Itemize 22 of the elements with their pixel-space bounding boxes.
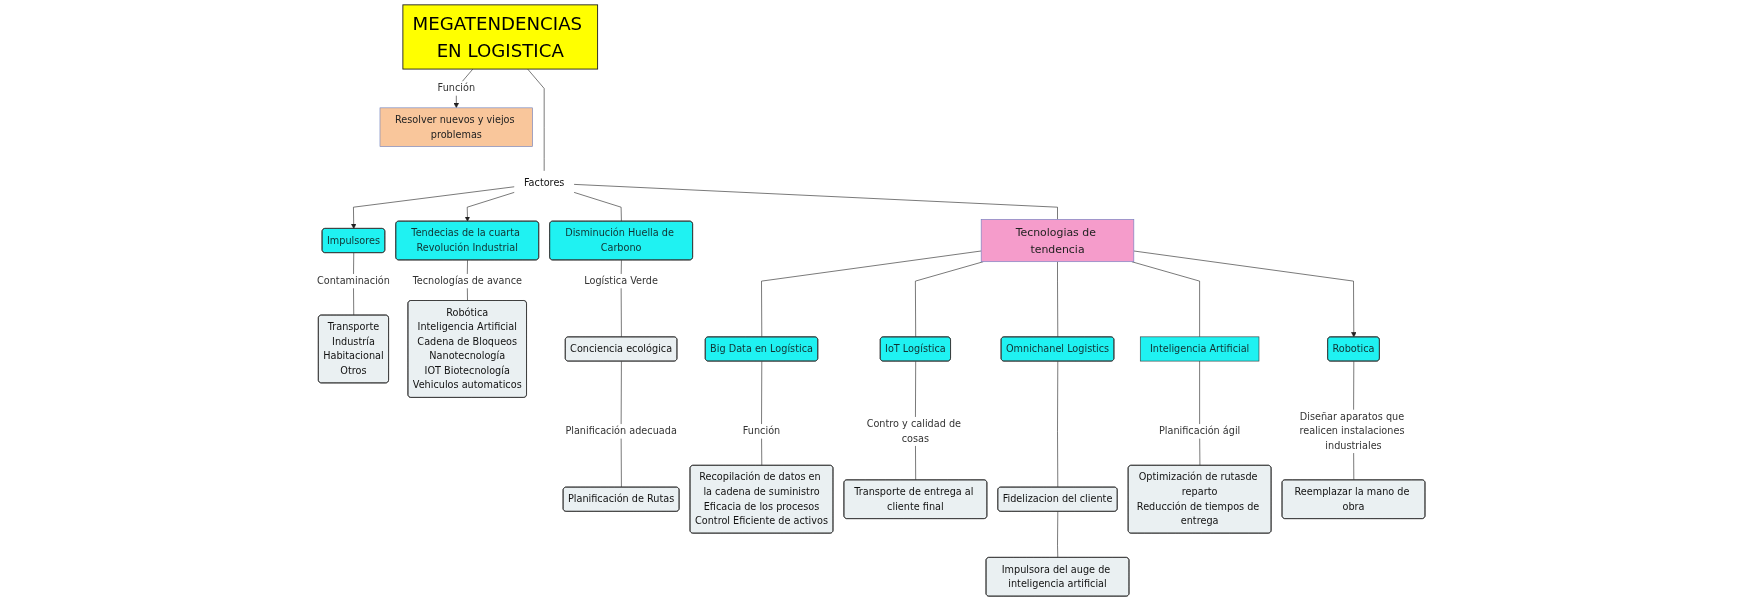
connector — [1057, 361, 1059, 488]
connector — [527, 68, 545, 172]
edge-label: Función — [742, 425, 781, 437]
node-box: Inteligencia Artificial — [1139, 336, 1260, 362]
connector — [573, 192, 622, 222]
edge-label: Logística Verde — [584, 275, 658, 287]
edge-label: Función — [437, 82, 476, 94]
connector — [761, 250, 982, 338]
connector — [1057, 511, 1059, 558]
connector — [1057, 261, 1059, 338]
node-text: Factores — [523, 176, 565, 189]
node-box: Resolver nuevos y viejos problemas — [379, 107, 533, 147]
connector — [573, 184, 1058, 220]
edge-label: Planificación ágil — [1158, 425, 1241, 437]
edge-label: Contaminación — [317, 275, 390, 287]
node-box: Tecnologias de tendencia — [980, 219, 1135, 263]
edge-label: Tecnologías de avance — [412, 275, 522, 287]
edge-label: Diseñar aparatos que realicen instalaciones industriales — [1299, 410, 1405, 452]
edge-label: Contro y calidad de cosas — [866, 418, 962, 445]
connector — [620, 361, 622, 488]
node-box: MEGATENDENCIAS EN LOGISTICA — [402, 4, 599, 70]
edge-label: Planificación adecuada — [565, 425, 677, 437]
